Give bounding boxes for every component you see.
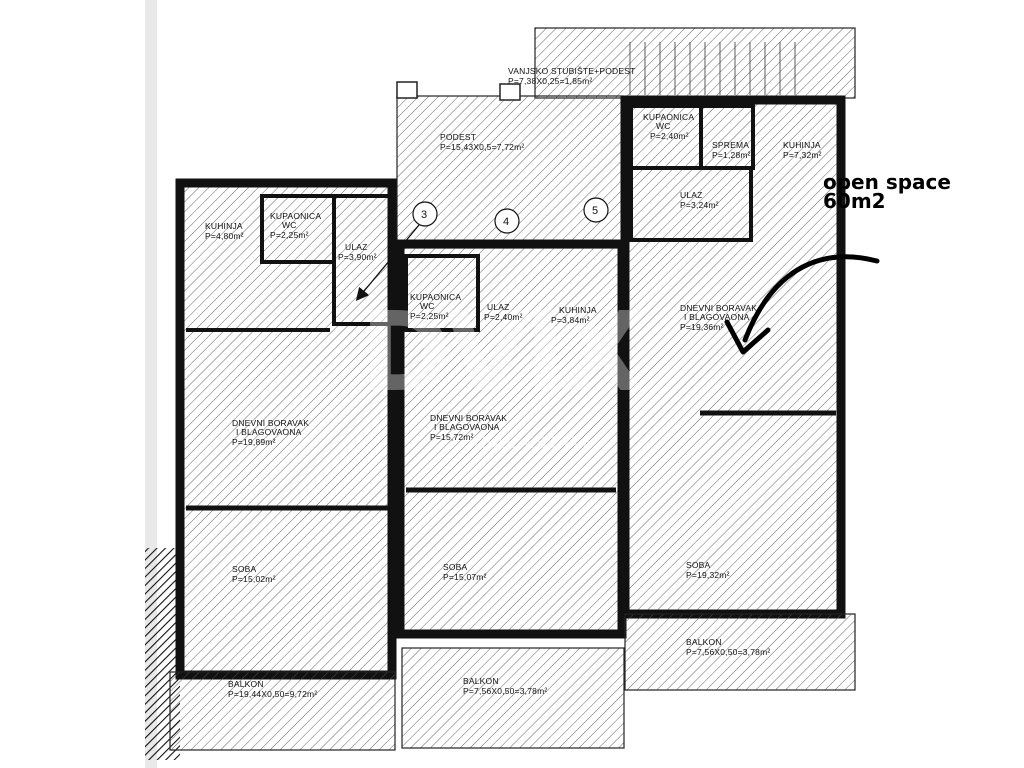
circle-marker-5: 5 — [583, 197, 609, 223]
stairs-area — [534, 27, 856, 99]
annotation-line-2: 60m2 — [823, 189, 886, 213]
balcony-b — [401, 647, 625, 749]
annotation-line-1: open space — [823, 170, 951, 194]
svg-text:3: 3 — [421, 209, 427, 221]
watermark-sub: REAL ESTATE — [468, 433, 595, 452]
circle-marker-4: 4 — [494, 208, 520, 234]
watermark: DVIX — [360, 288, 642, 416]
open-space-arrowhead — [724, 319, 771, 355]
balcony-a — [169, 671, 396, 751]
open-space-annotation: open space 60m2 — [823, 170, 951, 213]
svg-text:4: 4 — [503, 216, 509, 228]
apartment-c — [620, 95, 846, 619]
balcony-c — [624, 613, 856, 691]
chimney-1 — [396, 81, 418, 99]
open-space-arrow — [742, 254, 880, 343]
circle-marker-3: 3 — [412, 201, 438, 227]
entry-pointer-line — [355, 224, 420, 301]
apartment-a — [175, 178, 397, 680]
chimney-2 — [499, 83, 521, 101]
svg-text:5: 5 — [592, 205, 598, 217]
stair-treads — [629, 42, 796, 95]
